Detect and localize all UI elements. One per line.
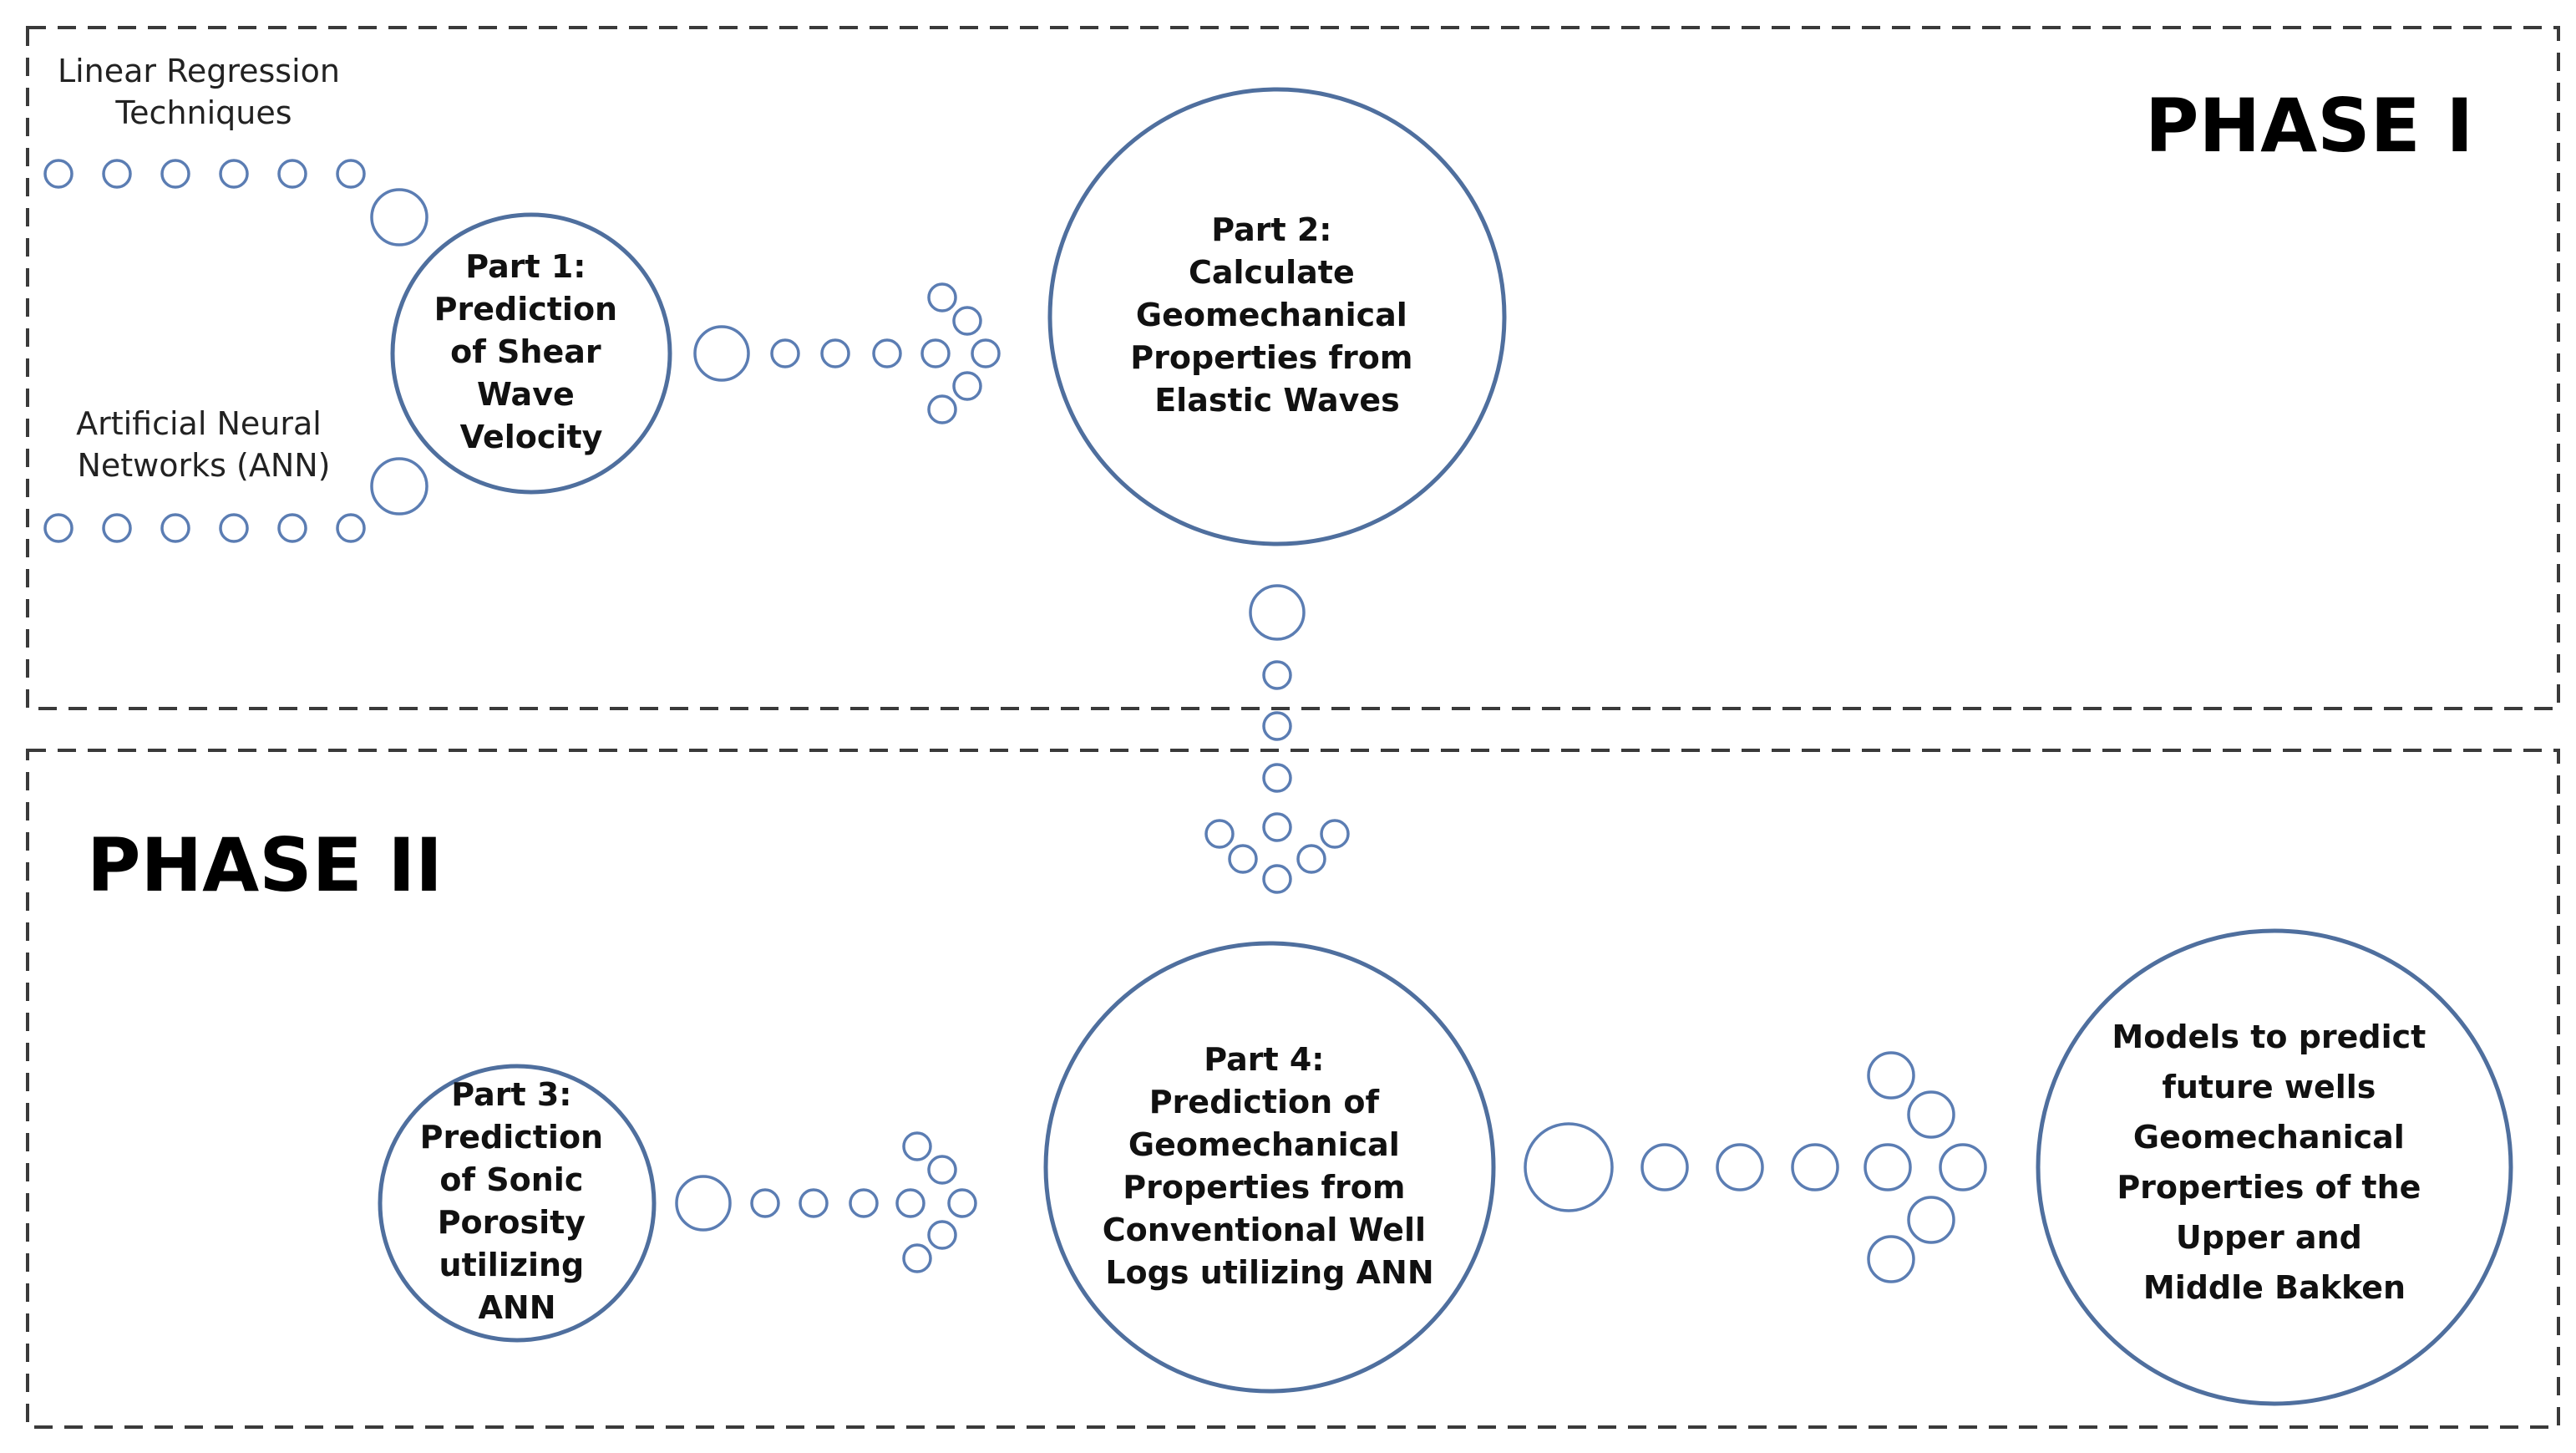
connector-dot: [1262, 660, 1292, 690]
connector-dot: [770, 338, 800, 368]
connector-dot: [1716, 1143, 1764, 1191]
part1-circle: [390, 212, 672, 495]
output-circle: [2036, 928, 2513, 1406]
connector-dot: [947, 1188, 977, 1218]
part1-text: Part 1: Prediction of Shear Wave Velocit…: [434, 248, 629, 455]
ann-label: Artificial Neural Networks (ANN): [76, 405, 332, 484]
connector-dot: [927, 1155, 957, 1185]
connector-dot: [277, 159, 307, 189]
connector-dot: [1867, 1235, 1915, 1283]
connector-dot: [895, 1188, 925, 1218]
connector-dot: [1249, 584, 1306, 641]
part2-text: Part 2: Calculate Geomechanical Properti…: [1130, 211, 1423, 419]
connector-dot: [1228, 844, 1258, 874]
connector-dot: [219, 513, 249, 543]
connector-dot: [102, 159, 132, 189]
part4-text: Part 4: Prediction of Geomechanical Prop…: [1103, 1041, 1438, 1291]
connector-dot: [160, 159, 190, 189]
connector-dot: [952, 371, 982, 401]
connector-dot: [1907, 1090, 1955, 1139]
connector-dot: [1939, 1143, 1987, 1191]
connector-dot: [1262, 711, 1292, 741]
phase2-title: PHASE II: [87, 822, 443, 908]
connector-dot: [1864, 1143, 1912, 1191]
connector-dot: [920, 338, 951, 368]
phase1-box: [26, 26, 2560, 710]
connector-dot: [160, 513, 190, 543]
connector-dot: [693, 325, 750, 382]
connector-dot: [1791, 1143, 1839, 1191]
connector-dot: [43, 159, 74, 189]
part3-text: Part 3: Prediction of Sonic Porosity uti…: [420, 1076, 615, 1326]
connector-dot: [849, 1188, 879, 1218]
connector-dot: [43, 513, 74, 543]
connector-dots: [43, 159, 1987, 1283]
connector-dot: [336, 159, 366, 189]
phase2-box: [26, 749, 2560, 1429]
connector-dot: [750, 1188, 780, 1218]
connector-dot: [1262, 864, 1292, 894]
connector-dot: [1640, 1143, 1689, 1191]
connector-dot: [927, 1220, 957, 1250]
connector-dot: [102, 513, 132, 543]
connector-dot: [1867, 1051, 1915, 1100]
connector-dot: [336, 513, 366, 543]
connector-dot: [872, 338, 902, 368]
connector-dot: [1262, 763, 1292, 793]
phase1-title: PHASE I: [2145, 83, 2473, 169]
connector-dot: [927, 394, 957, 424]
connector-dot: [1907, 1196, 1955, 1244]
connector-dot: [971, 338, 1001, 368]
connector-dot: [799, 1188, 829, 1218]
part2-circle: [1047, 87, 1507, 546]
connector-dot: [370, 457, 428, 516]
connector-dot: [1204, 819, 1235, 849]
connector-dot: [952, 306, 982, 336]
connector-dot: [820, 338, 850, 368]
connector-dot: [927, 282, 957, 312]
connector-dot: [277, 513, 307, 543]
connector-dot: [1262, 812, 1292, 842]
connector-dot: [1524, 1122, 1614, 1212]
part3-circle: [378, 1064, 657, 1343]
linear-regression-label: Linear Regression Techniques: [58, 53, 350, 131]
part4-circle: [1043, 941, 1496, 1394]
connector-dot: [370, 188, 428, 246]
connector-dot: [902, 1131, 932, 1161]
connector-dot: [675, 1175, 732, 1232]
connector-dot: [902, 1243, 932, 1273]
connector-dot: [1296, 844, 1326, 874]
connector-dot: [219, 159, 249, 189]
connector-dot: [1320, 819, 1350, 849]
output-text: Models to predict future wells Geomechan…: [2112, 1019, 2437, 1306]
